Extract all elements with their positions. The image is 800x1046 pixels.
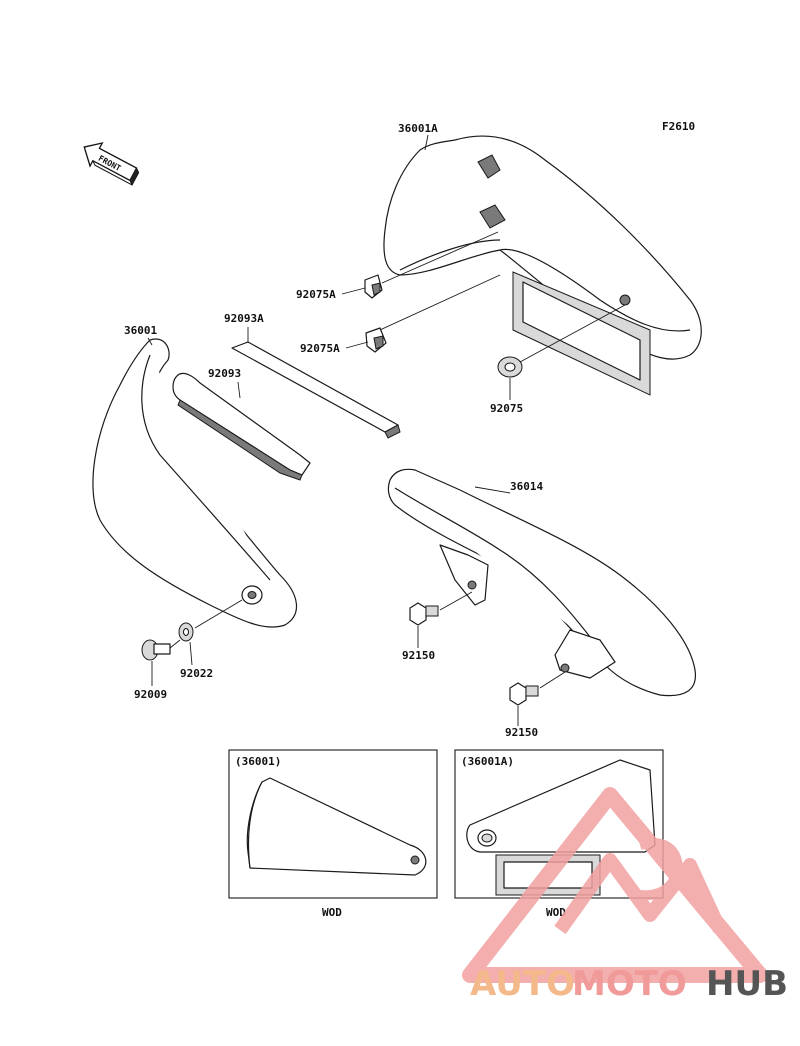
side-cover-36001 (92, 338, 298, 628)
label-36001A: 36001A (398, 122, 438, 135)
inset-36001A: (36001A) (454, 749, 664, 899)
inset-36001A-caption: WOD (546, 906, 566, 919)
label-92093A: 92093A (224, 312, 264, 325)
label-92075: 92075 (490, 402, 523, 415)
clip-92075A-1 (364, 274, 383, 299)
grommet-92075 (497, 356, 523, 378)
label-92150-2: 92150 (505, 726, 538, 739)
label-92093: 92093 (208, 367, 241, 380)
washer-92022 (178, 622, 194, 642)
label-92075A-2: 92075A (300, 342, 340, 355)
inset-36001-title: (36001) (235, 755, 281, 768)
label-36014: 36014 (510, 480, 543, 493)
watermark-text: AUTO MOTO HUB (470, 964, 788, 1004)
chain-cover-36014 (387, 468, 696, 697)
watermark-logo (462, 787, 768, 983)
side-cover-36001A (383, 135, 702, 396)
front-arrow-icon: FRONT (83, 142, 140, 187)
watermark-part1: AUTO (470, 964, 575, 1004)
inset-36001: (36001) (228, 749, 438, 899)
label-92022: 92022 (180, 667, 213, 680)
inset-36001-caption: WOD (322, 906, 342, 919)
inset-36001A-title: (36001A) (461, 755, 514, 768)
label-36001: 36001 (124, 324, 157, 337)
figure-code: F2610 (662, 120, 695, 133)
clip-92075A-2 (365, 327, 387, 353)
bolt-92150-2 (509, 671, 566, 706)
watermark-part2: MOTO (572, 964, 687, 1004)
strip-92093 (172, 372, 311, 481)
label-92150-1: 92150 (402, 649, 435, 662)
strip-92093A (231, 341, 401, 439)
screw-92009 (141, 639, 181, 661)
watermark-part3: HUB (706, 964, 788, 1004)
bolt-92150-1 (409, 591, 473, 626)
label-92009: 92009 (134, 688, 167, 701)
label-92075A-1: 92075A (296, 288, 336, 301)
